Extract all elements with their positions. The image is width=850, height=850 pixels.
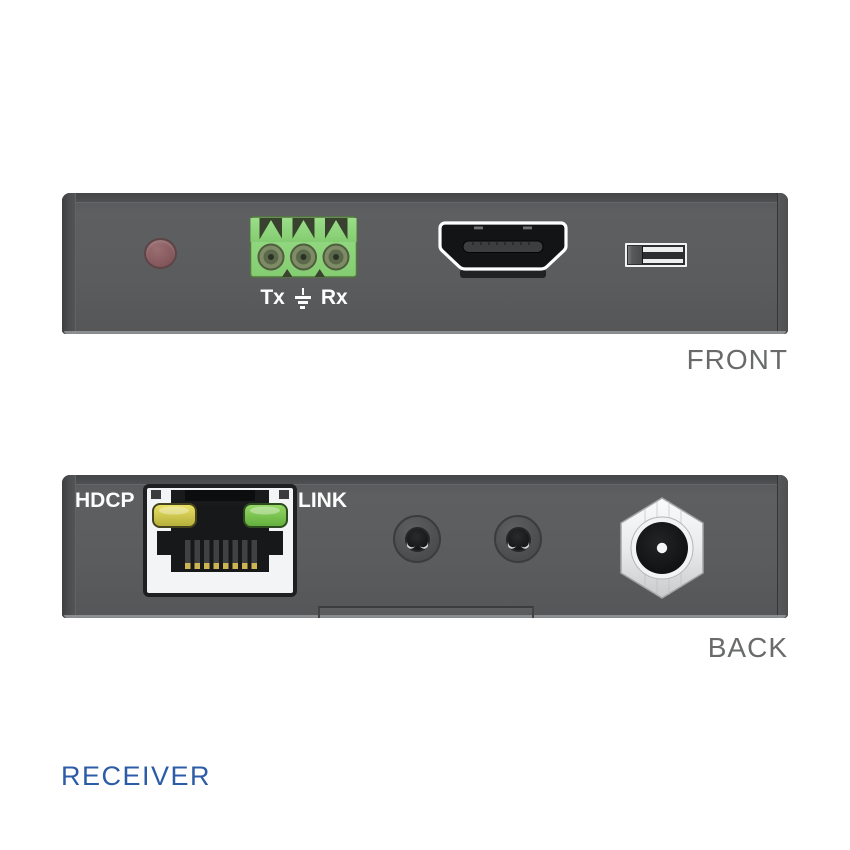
earth-ground-icon <box>294 287 312 309</box>
link-label: LINK <box>298 489 347 512</box>
terminal-labels: Tx Rx <box>240 286 368 310</box>
mounting-slot <box>318 606 534 618</box>
hdmi-port-icon <box>438 221 568 278</box>
front-panel: Tx Rx <box>62 193 788 334</box>
audio-jack-icon <box>494 515 542 563</box>
audio-jack-hole <box>505 526 531 552</box>
back-panel: HDCP LIN <box>62 475 788 618</box>
rx-label: Rx <box>320 286 348 309</box>
panel-left-bezel <box>62 475 76 618</box>
audio-jack-hole <box>404 526 430 552</box>
phoenix-terminal-3pin-icon <box>249 216 358 278</box>
panel-left-bezel <box>62 193 76 334</box>
panel-top-bevel <box>62 475 788 485</box>
back-caption: BACK <box>707 632 788 663</box>
slide-switch-icon <box>625 243 687 267</box>
status-led-icon <box>144 238 177 269</box>
rj45-port-icon <box>143 484 297 597</box>
panel-top-bevel <box>62 193 788 203</box>
tx-label: Tx <box>260 286 285 309</box>
panel-bottom-edge <box>64 615 786 618</box>
slide-switch-knob <box>628 246 643 264</box>
panel-bottom-edge <box>64 331 786 334</box>
slide-switch-stripe <box>643 247 683 252</box>
hdcp-label: HDCP <box>75 489 135 512</box>
slide-switch-stripe <box>643 258 683 263</box>
receiver-label: RECEIVER <box>61 761 212 791</box>
front-caption: FRONT <box>686 344 788 375</box>
audio-jack-icon <box>393 515 441 563</box>
panel-right-bezel <box>777 193 788 334</box>
dc-power-jack-icon <box>620 497 704 599</box>
panel-right-bezel <box>777 475 788 618</box>
